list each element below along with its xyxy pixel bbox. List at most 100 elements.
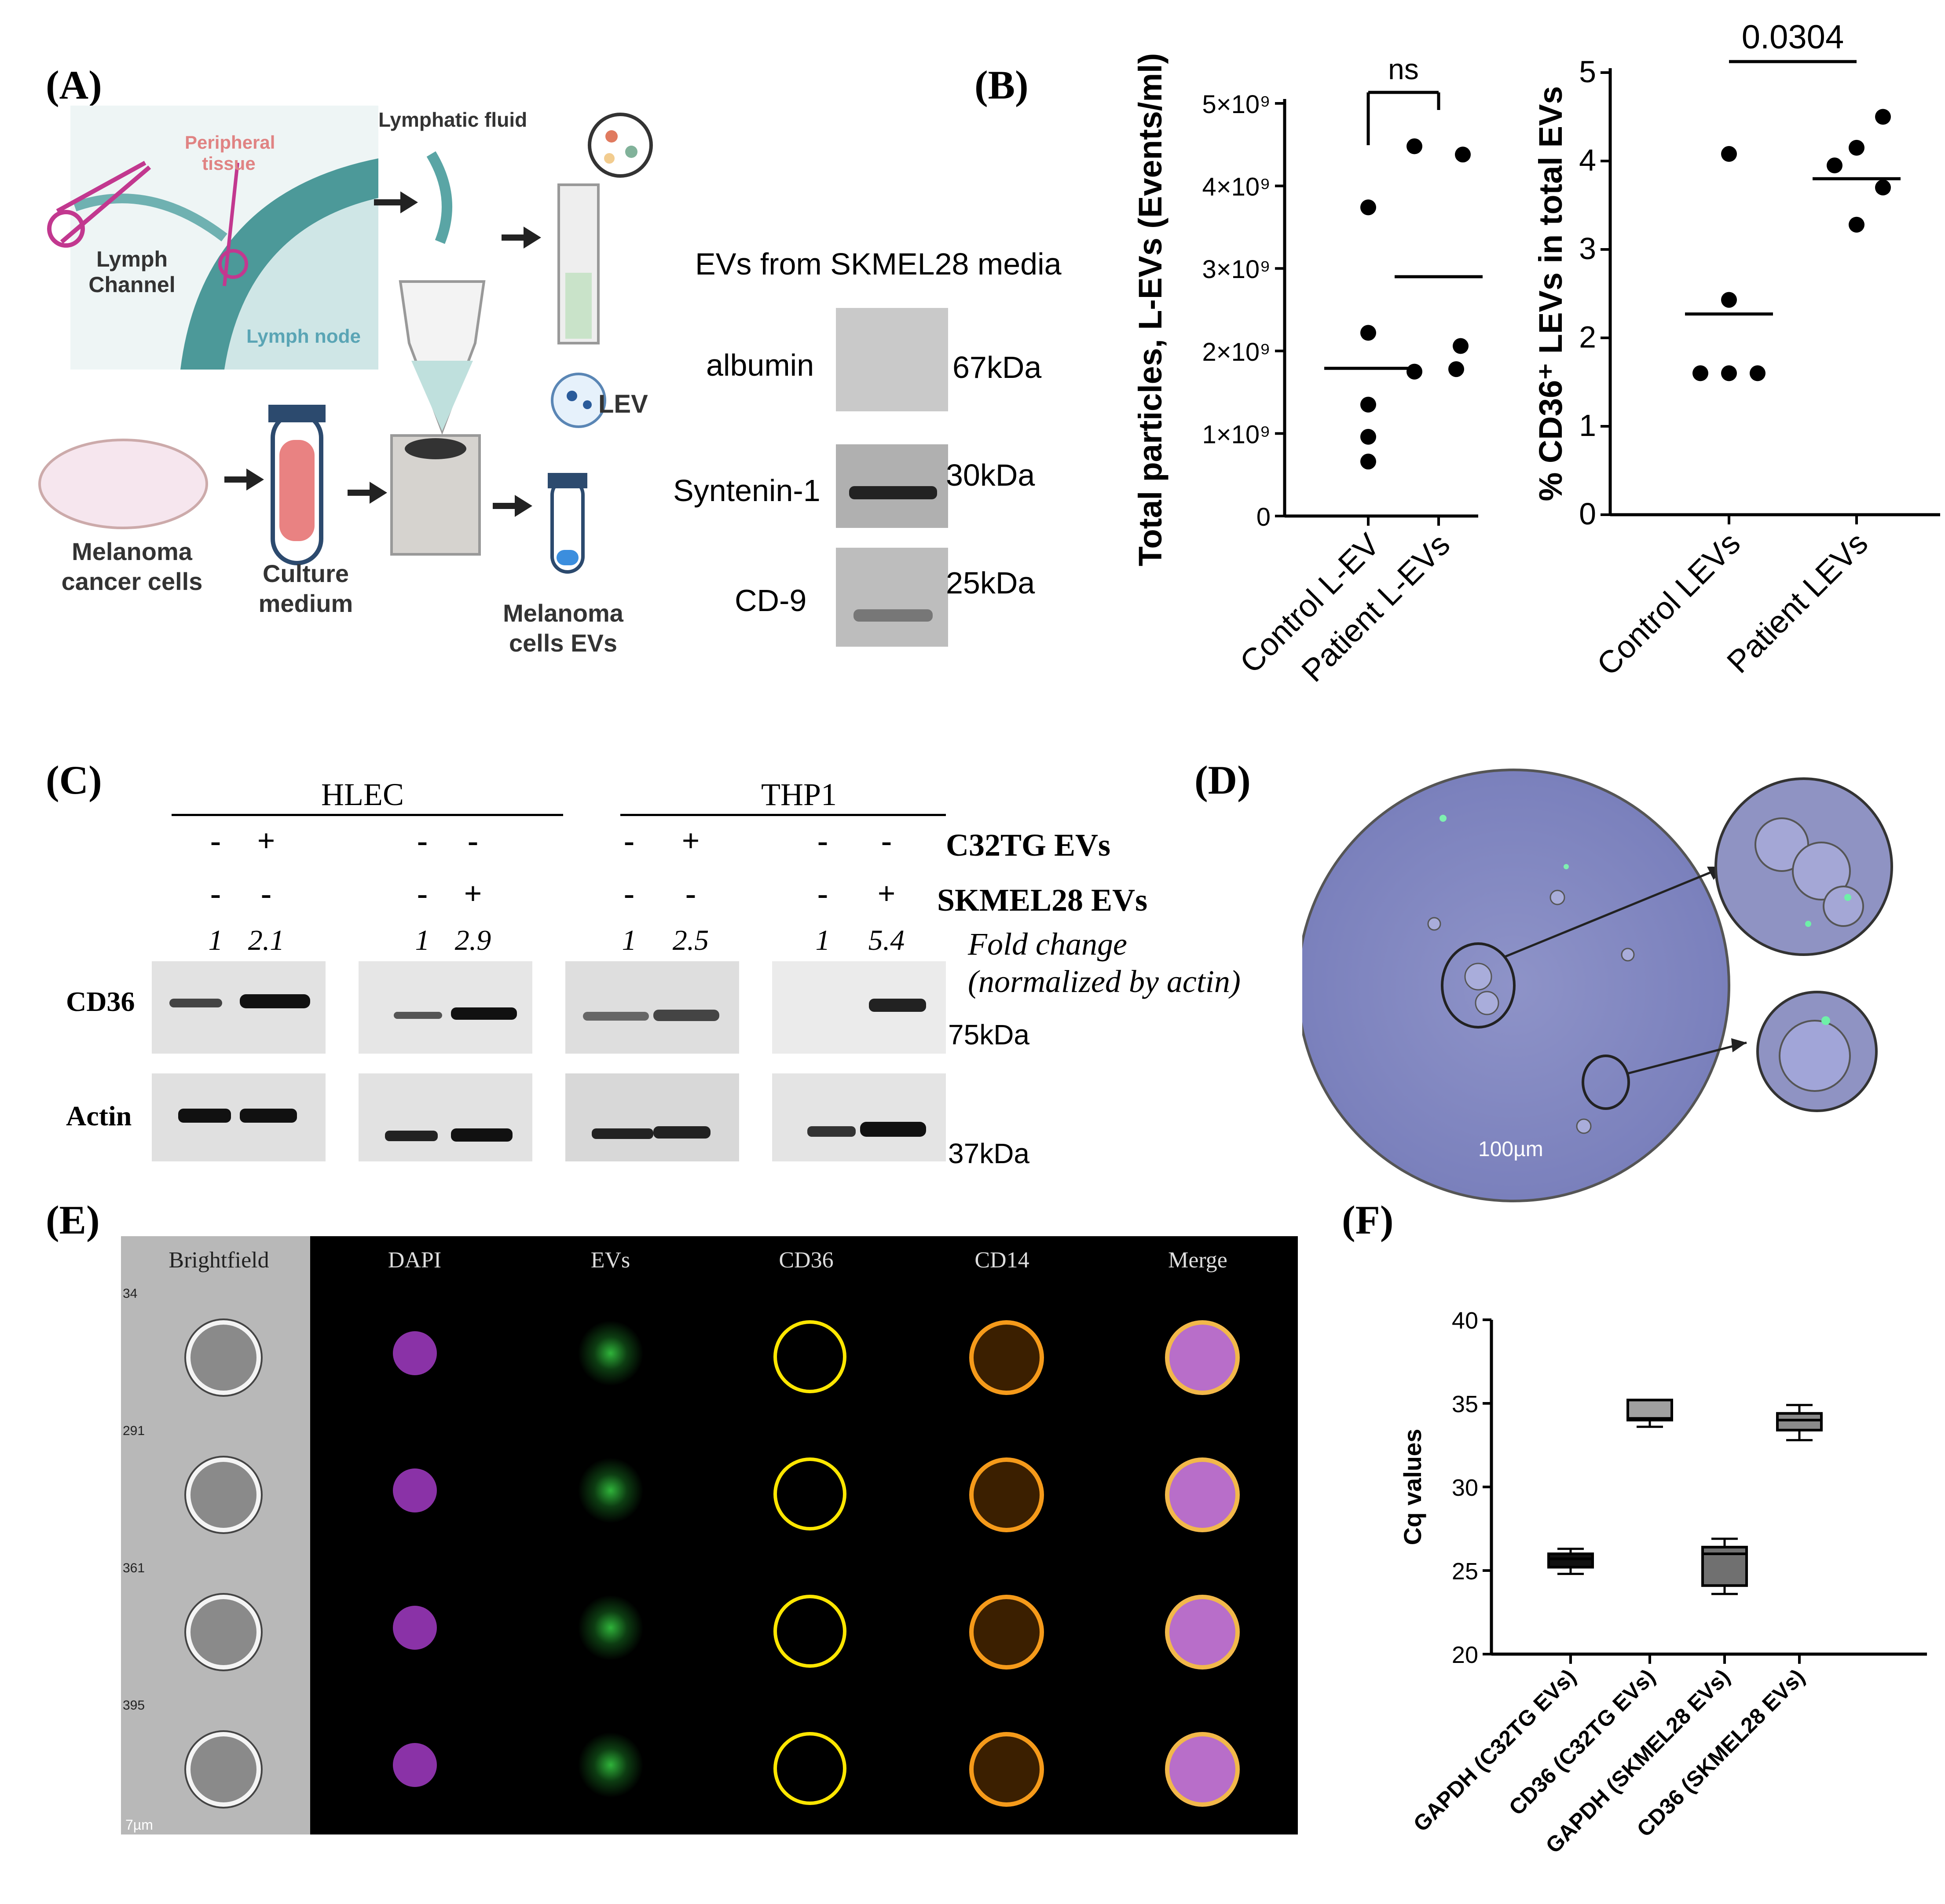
data-point	[1360, 396, 1376, 413]
needle-icon	[223, 162, 239, 286]
actin-blot	[565, 1073, 739, 1161]
y-tick-label: 5	[1579, 55, 1596, 89]
zoom-arrow	[1627, 1041, 1747, 1075]
cd9-blot	[836, 548, 948, 647]
actin-blot	[772, 1073, 946, 1161]
y-tick-label: 0	[1579, 497, 1596, 531]
data-point	[1448, 361, 1464, 377]
syntenin-blot	[836, 444, 948, 528]
fold-change-normalized-label: (normalized by actin)	[968, 964, 1241, 999]
data-point	[1360, 454, 1376, 470]
panel-a-schematic	[38, 106, 653, 574]
skmel28-sign: +	[464, 876, 482, 911]
scissors-ring-icon	[47, 210, 85, 248]
lev-icon	[551, 373, 606, 428]
panel-label-c: (C)	[46, 758, 102, 802]
cd36-row-label: CD36	[66, 986, 135, 1017]
actin-row-label: Actin	[66, 1100, 132, 1131]
blot-row-kda: 67kDa	[952, 350, 1042, 384]
fold-change-value: 2.9	[454, 924, 491, 956]
cell-image	[577, 1320, 644, 1386]
cell-image	[773, 1457, 846, 1531]
event-id: 361	[123, 1561, 145, 1575]
fold-change-value: 1	[415, 924, 430, 956]
blot-row-kda: 30kDa	[946, 458, 1035, 492]
y-tick-label: 4	[1579, 143, 1596, 177]
c32tg-sign: -	[624, 823, 634, 858]
fold-change-value: 2.1	[248, 924, 285, 956]
scale-bar-label: 100µm	[1478, 1138, 1543, 1161]
lev-label: LEV	[598, 390, 648, 418]
panel-label-e: (E)	[46, 1197, 100, 1242]
blot-title: EVs from SKMEL28 media	[695, 247, 1062, 281]
data-point	[1407, 363, 1422, 380]
event-id: 34	[123, 1286, 138, 1301]
cell-image	[969, 1457, 1044, 1532]
cell-image	[186, 1595, 261, 1670]
cell-image	[392, 1743, 437, 1787]
data-point	[1360, 428, 1376, 445]
x-tick-label: GAPDH (C32TG EVs)	[1409, 1664, 1581, 1836]
cell-image	[186, 1732, 261, 1807]
data-point	[1849, 139, 1864, 156]
data-point	[1455, 146, 1471, 163]
y-tick-label: 1	[1579, 408, 1596, 443]
cell-image	[969, 1595, 1044, 1670]
panel-label-d: (D)	[1194, 758, 1251, 802]
data-point	[1827, 157, 1842, 174]
lymph-vessel	[73, 194, 227, 242]
blot-row-name: albumin	[706, 348, 814, 382]
skmel28-sign: +	[877, 876, 896, 911]
scale-bar-label: 7µm	[125, 1817, 153, 1833]
y-tick-label: 40	[1452, 1307, 1478, 1334]
cell-image	[577, 1457, 644, 1523]
y-tick-label: 5×10⁹	[1202, 90, 1271, 119]
y-tick-label: 30	[1452, 1475, 1478, 1501]
cell-image	[392, 1331, 437, 1375]
data-point	[1750, 365, 1766, 381]
data-point	[1849, 216, 1864, 233]
kda-75-label: 75kDa	[948, 1019, 1029, 1051]
cell-image	[186, 1457, 261, 1532]
culture-medium-label: Culture medium	[258, 560, 353, 617]
data-point	[1721, 146, 1737, 162]
cell-image	[1165, 1732, 1240, 1807]
skmel28-sign: -	[685, 876, 696, 911]
fold-change-value: 5.4	[868, 924, 905, 956]
y-axis-label: Cq values	[1399, 1429, 1426, 1545]
channel-header: CD36	[779, 1248, 834, 1273]
y-tick-label: 25	[1452, 1558, 1478, 1585]
cell-image	[773, 1732, 846, 1805]
fold-change-value: 2.5	[672, 924, 709, 956]
box	[1547, 1552, 1594, 1569]
selection-circle	[1582, 1055, 1630, 1110]
c32tg-sign: -	[468, 823, 478, 858]
lymph-node-body	[224, 198, 378, 370]
channel-header: Merge	[1168, 1248, 1227, 1273]
y-axis-label: Total particles, L-EVs (Events/ml)	[1132, 53, 1168, 566]
channel-header: DAPI	[388, 1248, 442, 1273]
y-tick-label: 2×10⁹	[1202, 338, 1271, 366]
cell-image	[773, 1595, 846, 1668]
y-tick-label: 2	[1579, 320, 1596, 354]
y-tick-label: 0	[1256, 503, 1271, 531]
fold-change-label: Fold change	[968, 926, 1127, 962]
panel-label-b: (B)	[974, 62, 1029, 107]
peripheral-tissue-label: Peripheral tissue	[185, 132, 275, 174]
cell-image	[392, 1606, 437, 1650]
data-point	[1721, 365, 1737, 381]
cell-image	[969, 1320, 1044, 1395]
data-point	[1453, 338, 1469, 354]
skmel28-sign: -	[210, 876, 221, 911]
albumin-blot	[836, 308, 948, 411]
significance-annotation: 0.0304	[1742, 18, 1844, 56]
cd36-blot	[359, 961, 532, 1054]
box	[1626, 1399, 1673, 1421]
skmel28-sign: -	[817, 876, 828, 911]
cell-image	[392, 1468, 437, 1512]
y-tick-label: 4×10⁹	[1202, 173, 1271, 201]
y-tick-label: 20	[1452, 1642, 1478, 1668]
event-id: 291	[123, 1424, 145, 1438]
